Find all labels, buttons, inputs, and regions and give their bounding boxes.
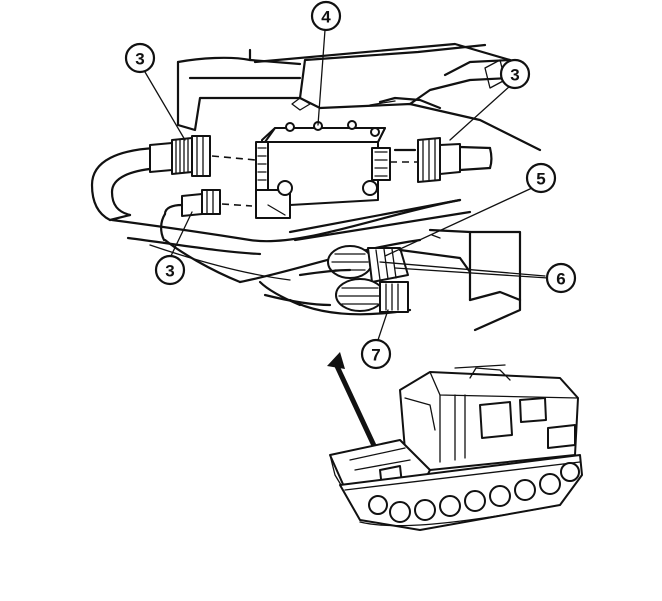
vehicle-frame [176, 42, 542, 332]
callout-5: 5 [525, 162, 557, 194]
callout-3-top-left: 3 [124, 42, 156, 74]
vehicle-inset [329, 364, 583, 531]
callout-label: 4 [321, 8, 331, 27]
callout-label: 3 [135, 50, 144, 69]
callout-label: 3 [165, 262, 174, 281]
road-wheels [368, 462, 580, 523]
callout-6: 6 [545, 262, 577, 294]
callout-3-bottom: 3 [154, 254, 186, 286]
right-hose-fitting [390, 137, 493, 183]
callout-label: 3 [510, 66, 519, 85]
callout-label: 6 [556, 270, 565, 289]
callout-label: 5 [536, 170, 545, 189]
valve-block [255, 120, 391, 219]
left-hose-fitting [90, 135, 257, 222]
callout-4: 4 [310, 0, 342, 32]
callout-3-top-right: 3 [499, 58, 531, 90]
leader-lines [144, 29, 549, 341]
connector-cluster [298, 245, 546, 313]
callout-label: 7 [371, 346, 380, 365]
callout-7: 7 [360, 338, 392, 370]
